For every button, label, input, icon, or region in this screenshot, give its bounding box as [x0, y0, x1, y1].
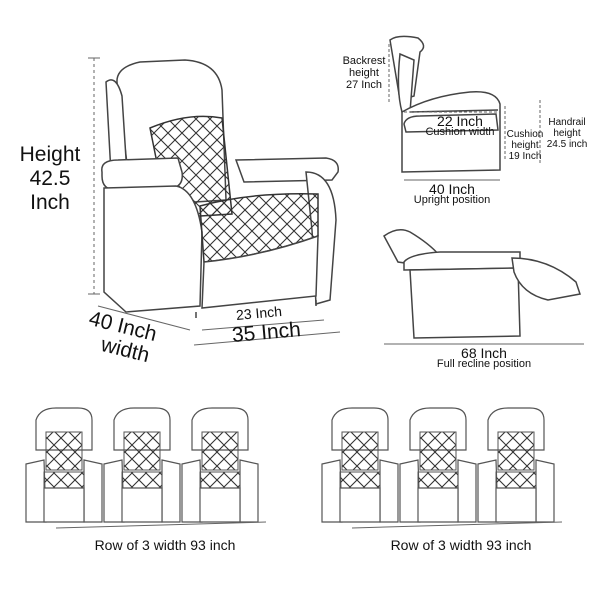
- height-label: Height: [19, 143, 81, 166]
- seat-base: [201, 234, 319, 309]
- recline-caption: Full recline position: [436, 358, 532, 370]
- backrest-line2: height: [349, 67, 379, 79]
- upright-side-drawing: [389, 35, 501, 173]
- upright-depth-value: 40 Inch: [429, 181, 475, 197]
- recline-side-drawing: [383, 229, 581, 339]
- row-right-drawing: [321, 407, 563, 529]
- handrail-line3: 24.5 inch: [546, 139, 588, 150]
- row-left-caption: Row of 3 width 93 inch: [94, 537, 236, 553]
- handrail-line1: Handrail: [548, 117, 586, 128]
- cushion-width-value: 22 Inch: [437, 113, 483, 129]
- cushion-height-line1: Cushion: [506, 129, 544, 140]
- row-left-drawing: [25, 407, 267, 529]
- cushion-width-label: Cushion width: [425, 126, 495, 138]
- left-armrest-side: [103, 185, 203, 313]
- row-right-caption: Row of 3 width 93 inch: [390, 537, 532, 553]
- handrail-line2: height: [553, 128, 581, 139]
- cushion-height-line2: height: [511, 140, 539, 151]
- backrest-line1: Backrest: [342, 55, 386, 67]
- backrest-line3: 27 Inch: [345, 79, 383, 91]
- height-value: 42.5: [29, 167, 71, 190]
- height-unit: Inch: [30, 191, 70, 214]
- upright-dimension-lines: [388, 44, 541, 181]
- main-chair-drawing: [101, 59, 339, 318]
- recline-length-value: 68 Inch: [461, 345, 507, 361]
- upright-caption: Upright position: [413, 194, 491, 206]
- cushion-height-line3: 19 Inch: [508, 151, 542, 162]
- left-armrest-top: [101, 157, 184, 191]
- main-dimension-lines: [88, 57, 341, 346]
